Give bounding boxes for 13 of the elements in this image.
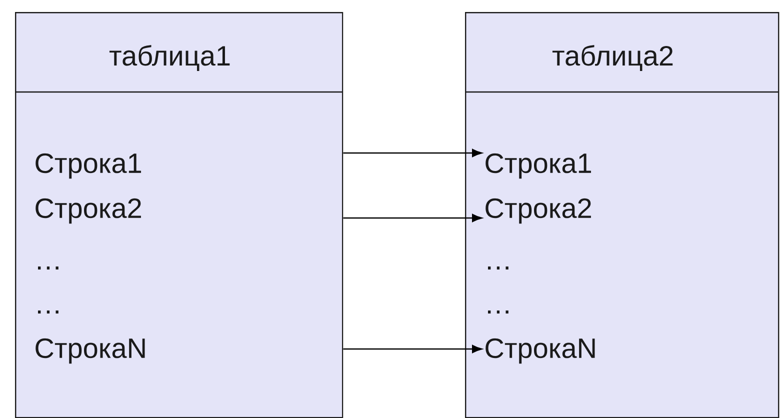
row-text: СтрокаN xyxy=(36,338,145,364)
row-text: Строка2 xyxy=(36,198,141,224)
row-text: … xyxy=(38,266,58,270)
row-text: … xyxy=(488,310,508,314)
arrow xyxy=(343,214,482,222)
row-text: Строка1 xyxy=(36,153,142,179)
arrow xyxy=(343,344,482,354)
row-text: … xyxy=(38,310,58,314)
row-text: Строка1 xyxy=(486,153,591,179)
row-text: Строка2 xyxy=(486,198,591,224)
arrow xyxy=(343,148,482,158)
row-text: … xyxy=(488,266,508,270)
row-text: СтрокаN xyxy=(486,338,595,364)
